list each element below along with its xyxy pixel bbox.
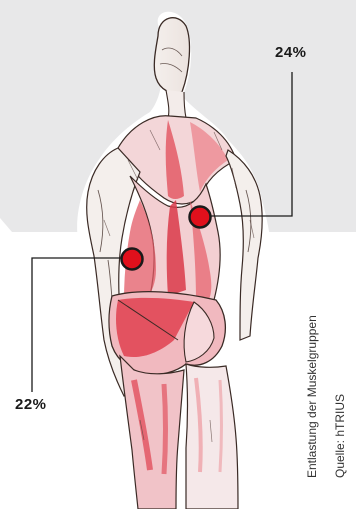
caption-title: Entlastung der Muskelgruppen — [305, 315, 319, 478]
lower-marker-dot — [122, 249, 143, 270]
caption-source: Quelle: hTRIUS — [333, 394, 347, 478]
upper-percentage-label: 24% — [275, 44, 307, 61]
upper-marker-dot — [190, 207, 211, 228]
head — [154, 18, 189, 94]
lower-percentage-label: 22% — [15, 396, 47, 413]
